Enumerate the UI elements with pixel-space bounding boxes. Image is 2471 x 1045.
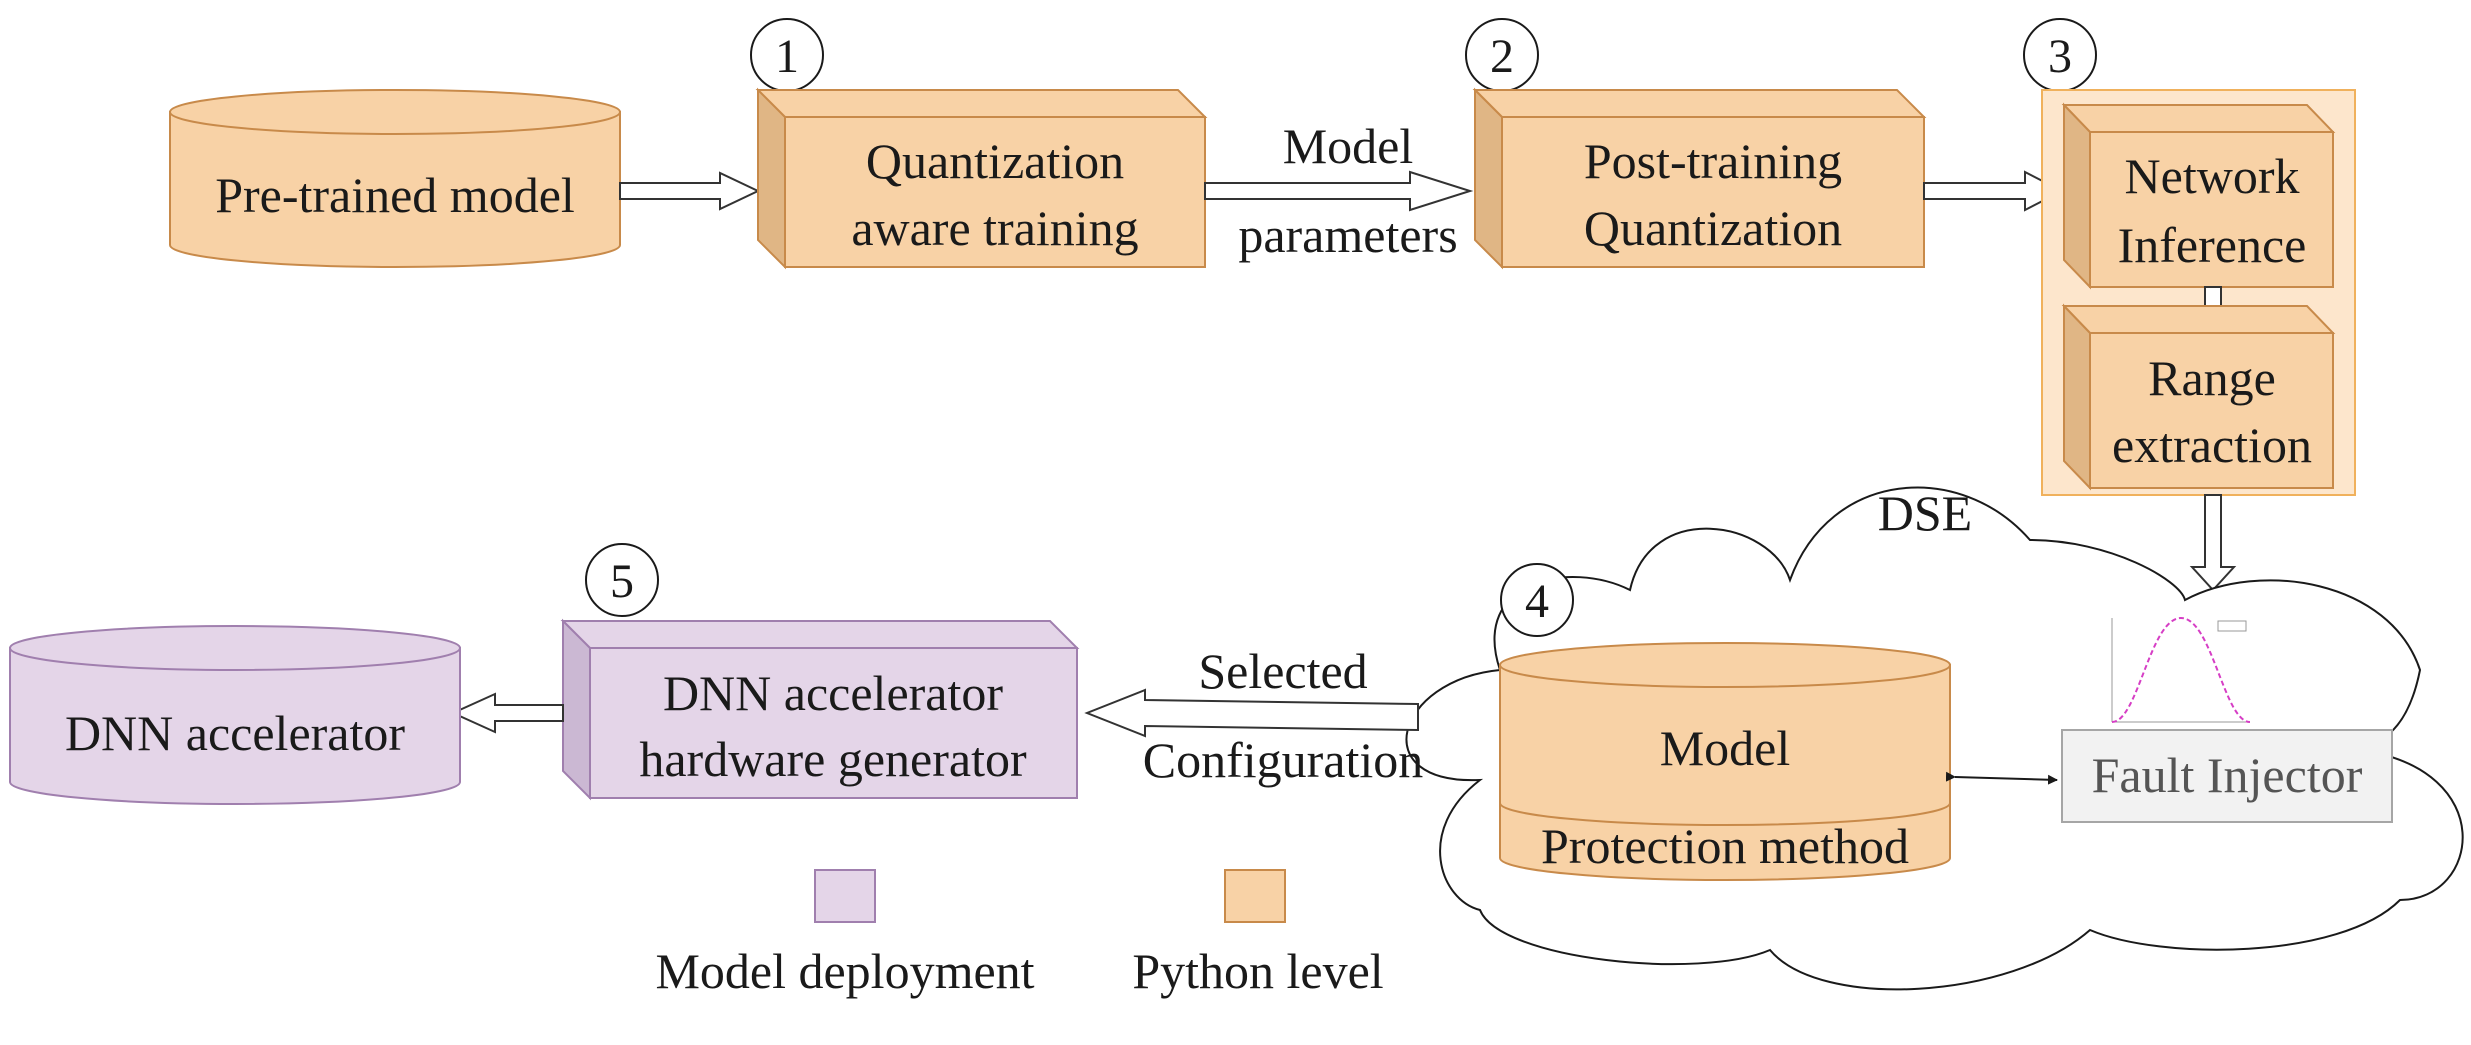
dnn-accelerator-label: DNN accelerator [65, 705, 405, 761]
selected-config-label-line1: Selected [1198, 643, 1367, 699]
protection-method-label: Protection method [1541, 818, 1909, 874]
model-label: Model [1660, 720, 1791, 776]
range-extraction-box: Range extraction [2061, 303, 2336, 491]
legend-label-deployment: Model deployment [655, 943, 1034, 999]
arrow-qat-to-ptq [1204, 170, 1474, 212]
svg-text:1: 1 [775, 30, 799, 83]
ptq-label-line2: Quantization [1584, 200, 1842, 256]
dse-label: DSE [1878, 485, 1972, 541]
ptq-box: Post-training Quantization [1472, 87, 1927, 270]
model-parameters-label-line1: Model [1283, 118, 1414, 174]
qat-box: Quantization aware training [755, 87, 1208, 270]
step-marker-2: 2 [1465, 18, 1539, 92]
model-parameters-label-line2: parameters [1238, 207, 1457, 263]
network-inference-box: Network Inference [2061, 102, 2336, 290]
ptq-label-line1: Post-training [1584, 133, 1842, 189]
fault-injector: Fault Injector [2061, 616, 2393, 823]
hardware-generator-label-line2: hardware generator [639, 731, 1027, 787]
hardware-generator-box: DNN accelerator hardware generator [560, 618, 1080, 801]
selected-config-label-line2: Configuration [1143, 732, 1424, 788]
fault-plot-thumbnail [2111, 616, 2251, 723]
arrow-pretrained-to-qat [619, 171, 761, 211]
hardware-generator-label-line1: DNN accelerator [663, 665, 1003, 721]
arrow-dse-to-generator [1084, 688, 1419, 738]
pretrained-model-label: Pre-trained model [215, 167, 575, 223]
legend-swatch-python [1224, 869, 1286, 923]
step-marker-5: 5 [585, 543, 659, 617]
legend-label-python: Python level [1132, 943, 1383, 999]
step-marker-3: 3 [2023, 18, 2097, 92]
pretrained-model-cylinder: Pre-trained model [169, 89, 621, 268]
range-extraction-label-line1: Range [2148, 350, 2276, 406]
arrow-analysis-to-dse [2189, 494, 2237, 592]
svg-text:5: 5 [610, 555, 634, 608]
model-injector-link [1945, 771, 2058, 785]
qat-label-line1: Quantization [866, 133, 1124, 189]
qat-label-line2: aware training [851, 200, 1138, 256]
network-inference-label-line1: Network [2125, 148, 2300, 204]
range-extraction-label-line2: extraction [2112, 417, 2312, 473]
dnn-accelerator-cylinder: DNN accelerator [9, 625, 461, 805]
legend: Model deployment Python level [655, 869, 1384, 999]
step-marker-1: 1 [750, 18, 824, 92]
svg-text:4: 4 [1525, 575, 1549, 628]
svg-text:2: 2 [1490, 30, 1514, 83]
svg-text:3: 3 [2048, 30, 2072, 83]
fault-injector-label: Fault Injector [2092, 747, 2363, 803]
network-inference-label-line2: Inference [2118, 217, 2307, 273]
step-marker-4: 4 [1500, 563, 1574, 637]
arrow-generator-to-accelerator [450, 692, 564, 734]
legend-swatch-deployment [814, 869, 876, 923]
model-protection-cylinder: Model Protection method [1499, 642, 1951, 881]
